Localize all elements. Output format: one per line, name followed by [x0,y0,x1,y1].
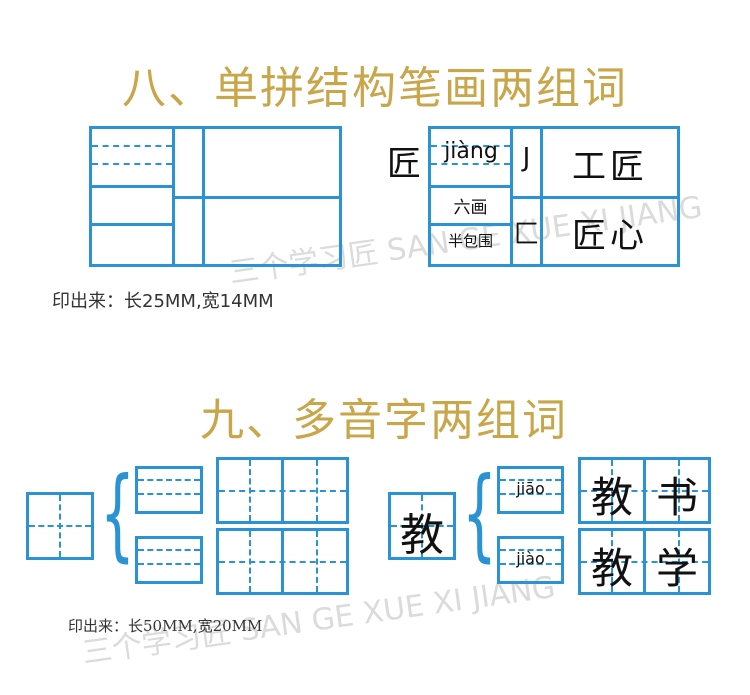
section8-blank-grid [89,126,342,267]
pinyin1-label: jiāo [516,479,545,498]
section9-note: 印出来：长50MM,宽20MM [68,617,263,635]
word2-char-b: 学 [655,544,698,593]
section9-blank-word-box-2 [216,528,349,595]
word2-label: 匠心 [572,216,648,256]
section9-example-char-box: 教 [388,492,456,561]
section9-pinyin-box-2: jiào [497,536,564,584]
section9-blank-word-box-1 [216,457,349,524]
radical-label: J [522,143,531,173]
section9-blank-brace: { [100,455,135,572]
strokes-label: 六画 [453,198,488,218]
polyphone-char: 教 [400,510,444,561]
word1-char-b: 书 [655,473,698,522]
section8-example-char: 匠 [387,144,421,184]
section9-title: 九、多音字两组词 [200,395,568,446]
radical2-label: 匚 [513,220,540,250]
section8-title: 八、单拼结构笔画两组词 [122,63,628,114]
section9-blank-pinyin-box-1 [135,466,203,514]
section9-example-brace: { [462,455,497,572]
section9-word-box-2: 教 学 [578,528,711,595]
section8-example-grid: jiàng 六画 半包围 J 匚 工匠 匠心 [428,126,680,267]
section9-blank-char-box [26,492,94,560]
pinyin2-label: jiào [516,549,545,568]
section8-note: 印出来：长25MM,宽14MM [52,291,274,312]
pinyin-label: jiàng [444,139,498,164]
word1-char-a: 教 [590,473,633,522]
section9-blank-pinyin-box-2 [135,536,203,584]
structure-label: 半包围 [447,232,493,250]
section9-word-box-1: 教 书 [578,457,711,524]
word1-label: 工匠 [572,147,648,187]
section9-pinyin-box-1: jiāo [497,466,564,514]
word2-char-a: 教 [590,544,633,593]
